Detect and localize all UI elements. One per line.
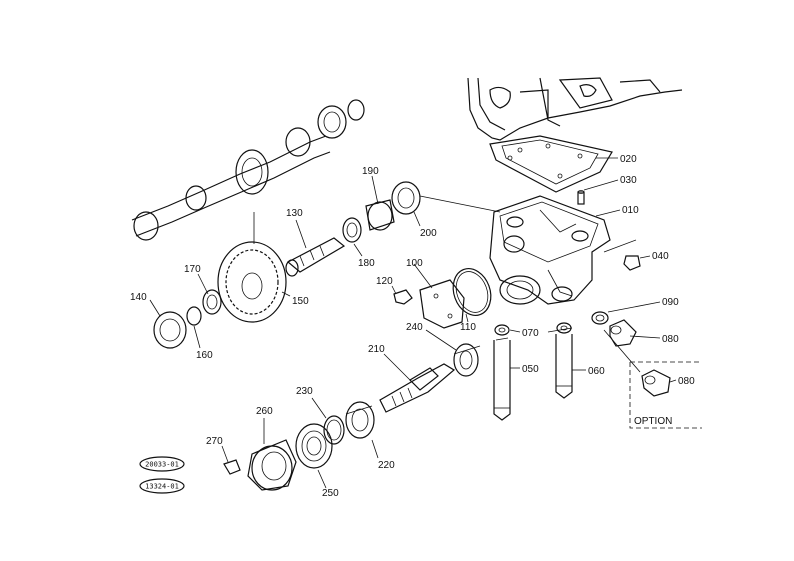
washer-170	[202, 289, 222, 315]
gear-150	[217, 212, 287, 323]
reference-codes: 20033-01 13324-01	[139, 456, 185, 494]
callout-070: 070	[522, 328, 539, 339]
option-label: OPTION	[634, 416, 672, 427]
oil-seal-250	[295, 423, 333, 469]
callout-020: 020	[620, 154, 637, 165]
bolt-050	[493, 337, 511, 421]
plug-080-option	[603, 329, 671, 397]
callout-190: 190	[362, 166, 379, 177]
engine-block	[467, 77, 683, 141]
cover-plate-100	[419, 279, 465, 329]
callout-140: 140	[130, 292, 147, 303]
cap-260	[247, 439, 297, 491]
callout-160: 160	[196, 350, 213, 361]
camshaft-assembly	[131, 99, 365, 241]
ref-code-1: 20033-01	[145, 461, 179, 469]
callout-130: 130	[286, 208, 303, 219]
pump-housing-010	[489, 195, 611, 305]
callout-090: 090	[662, 297, 679, 308]
callout-180: 180	[358, 258, 375, 269]
bushing-190	[365, 199, 395, 231]
callout-080-upper: 080	[662, 334, 679, 345]
callout-240: 240	[406, 322, 423, 333]
bolt-270	[223, 459, 241, 475]
callout-060: 060	[588, 366, 605, 377]
callout-040: 040	[652, 251, 669, 262]
dowel-pin-030	[577, 190, 585, 205]
callout-170: 170	[184, 264, 201, 275]
callout-270: 270	[206, 436, 223, 447]
gasket-020	[489, 135, 613, 193]
callout-110: 110	[460, 322, 476, 333]
callout-010: 010	[622, 205, 639, 216]
callout-230: 230	[296, 386, 313, 397]
o-ring-110	[452, 268, 492, 316]
callout-100: 100	[406, 258, 423, 269]
bolt-120	[393, 289, 413, 305]
bearing-220	[345, 401, 375, 439]
callout-120: 120	[376, 276, 393, 287]
callout-200: 200	[420, 228, 437, 239]
gear-shaft-130	[285, 237, 346, 277]
washer-070-right	[556, 322, 572, 334]
washer-070-left	[494, 324, 510, 336]
bolt-060	[555, 334, 573, 399]
callout-labels: 020 030 010 040 090 080 080 070 060 050 …	[130, 154, 695, 499]
callout-150: 150	[292, 296, 309, 307]
washer-180	[342, 217, 362, 243]
callout-260: 260	[256, 406, 273, 417]
leader-lines	[149, 157, 677, 489]
callout-210: 210	[368, 344, 385, 355]
callout-220: 220	[378, 460, 395, 471]
snap-ring-160	[186, 306, 202, 326]
callout-250: 250	[322, 488, 339, 499]
bearing-240	[453, 343, 481, 377]
bearing-200	[391, 181, 421, 215]
callout-080-option: 080	[678, 376, 695, 387]
bolt-040	[603, 239, 651, 271]
plug-080-upper	[609, 319, 637, 347]
washer-090	[591, 311, 609, 325]
callout-050: 050	[522, 364, 539, 375]
ref-code-2: 13324-01	[145, 483, 179, 491]
option-box	[629, 361, 702, 429]
callout-030: 030	[620, 175, 637, 186]
drive-shaft-210	[379, 363, 456, 413]
bearing-140	[153, 311, 187, 349]
